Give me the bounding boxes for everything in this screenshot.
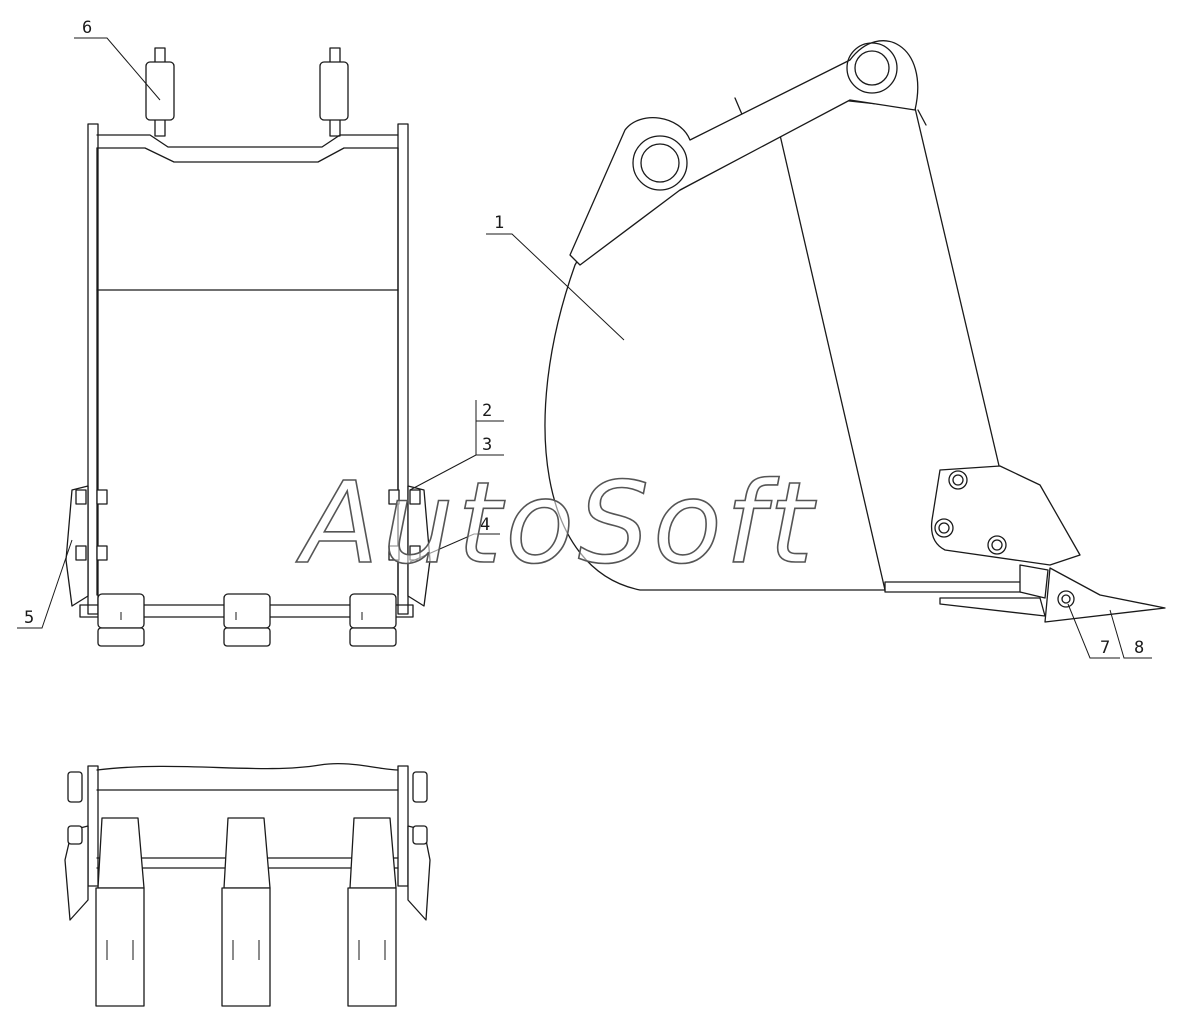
callout-7: 7 [1100,638,1110,658]
side-view [544,40,1166,623]
side-bolts [75,489,421,561]
callout-6: 6 [82,18,92,38]
bottom-view [64,762,431,1007]
callout-4: 4 [480,515,490,535]
callout-3: 3 [482,435,492,455]
ear-lug-right [319,47,349,137]
ear-lug-left [145,47,175,137]
callout-1: 1 [494,213,504,233]
callout-2: 2 [482,401,492,421]
front-teeth [97,593,397,647]
leader-lines [17,37,1152,659]
front-view [65,47,431,647]
callout-5: 5 [24,608,34,628]
callout-8: 8 [1134,638,1144,658]
bottom-teeth [95,817,397,1007]
watermark: AutoSoft [296,459,817,589]
